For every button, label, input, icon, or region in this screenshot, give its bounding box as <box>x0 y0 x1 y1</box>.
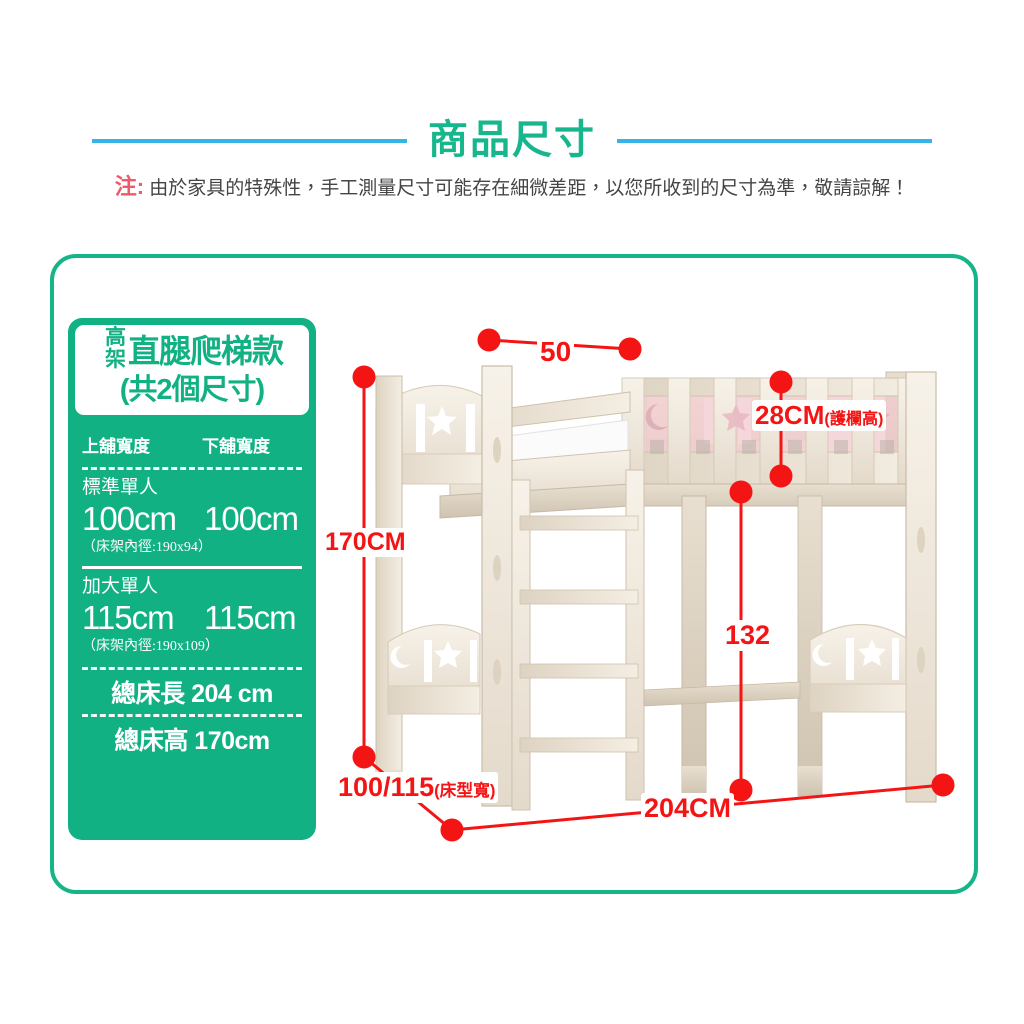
spec-row-large: 加大單人 115cm 115cm （床架內徑:190x109） <box>82 575 302 657</box>
row-lower-standard: 100cm <box>204 500 299 537</box>
spec-table: 上舖寬度 下舖寬度 標準單人 100cm 100cm （床架內徑:190x94）… <box>68 422 316 759</box>
spec-card-title-sub: (共2個尺寸) <box>119 374 265 406</box>
lower-right-panel <box>809 623 907 713</box>
section-header: 商品尺寸 <box>0 112 1024 172</box>
row-upper-large: 115cm <box>82 599 175 636</box>
note-marker: 注: <box>114 174 145 199</box>
divider-solid <box>82 566 302 569</box>
note-text: 由於家具的特殊性，手工測量尺寸可能存在細微差距，以您所收到的尺寸為準，敬請諒解！ <box>149 178 910 199</box>
page-title: 商品尺寸 <box>428 118 596 162</box>
spec-card: 高架 直腿爬梯款 (共2個尺寸) 上舖寬度 下舖寬度 標準單人 100cm 10… <box>68 318 316 840</box>
column-header-lower: 下舖寬度 <box>202 437 270 456</box>
lower-front-panel <box>387 624 481 715</box>
row-upper-standard: 100cm <box>82 500 177 537</box>
divider-dashed-2 <box>82 667 302 670</box>
row-inner-large: （床架內徑:190x109） <box>82 639 219 654</box>
row-inner-standard: （床架內徑:190x94） <box>82 540 212 555</box>
header-rule-right <box>617 139 932 143</box>
spec-row-standard: 標準單人 100cm 100cm （床架內徑:190x94） <box>82 476 302 558</box>
disclaimer-note: 注: 由於家具的特殊性，手工測量尺寸可能存在細微差距，以您所收到的尺寸為準，敬請… <box>0 172 1024 204</box>
row-label-standard: 標準單人 <box>82 477 159 498</box>
product-image <box>330 300 970 860</box>
divider-dashed-3 <box>82 714 302 717</box>
row-label-large: 加大單人 <box>82 576 159 597</box>
column-header-upper: 上舖寬度 <box>82 437 150 456</box>
content-frame <box>50 254 978 894</box>
row-lower-large: 115cm <box>204 599 297 636</box>
spec-card-title-main: 直腿爬梯款 <box>127 333 284 369</box>
spec-card-badge: 高架 <box>104 326 126 371</box>
spec-table-header: 上舖寬度 下舖寬度 <box>82 422 302 465</box>
total-length: 總床長 204 cm <box>111 680 273 708</box>
divider-dashed <box>82 467 302 470</box>
spec-card-title: 高架 直腿爬梯款 (共2個尺寸) <box>72 322 312 418</box>
ladder <box>511 469 645 811</box>
total-height: 總床高 170cm <box>114 727 270 755</box>
header-rule-left <box>92 139 407 143</box>
